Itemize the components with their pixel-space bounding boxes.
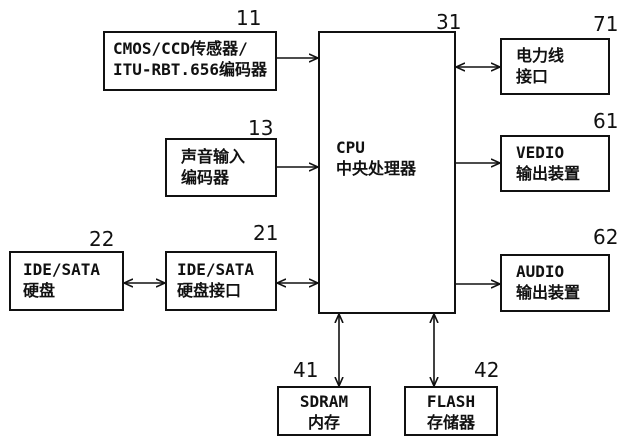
audio-input-encoder-line2: 编码器 [181, 168, 230, 187]
ide-sata-interface-block: IDE/SATA 硬盘接口 [165, 251, 277, 311]
audio-input-encoder-block: 声音输入 编码器 [165, 138, 277, 197]
sdram-line2: 内存 [307, 413, 340, 432]
ref-number-video-output: 61 [593, 109, 619, 133]
cpu-line1: CPU [336, 138, 365, 157]
ref-number-ide-disk: 22 [89, 227, 115, 251]
video-output-line2: 输出装置 [516, 164, 581, 183]
audio-output-block: AUDIO 输出装置 [500, 254, 610, 312]
ide-sata-disk-line2: 硬盘 [23, 281, 56, 300]
ide-sata-interface-line2: 硬盘接口 [177, 281, 242, 300]
ide-sata-interface-line1: IDE/SATA [177, 260, 255, 279]
ref-number-sdram: 41 [293, 358, 319, 382]
ref-number-audio-input: 13 [248, 116, 274, 140]
ref-number-ide-interface: 21 [253, 221, 279, 245]
audio-output-line1: AUDIO [516, 262, 565, 281]
sensor-encoder-line2: ITU-RBT.656编码器 [113, 60, 267, 79]
audio-output-line2: 输出装置 [516, 283, 581, 302]
powerline-interface-line1: 电力线 [516, 46, 565, 65]
cpu-block: CPU 中央处理器 [318, 31, 456, 314]
cpu-line2: 中央处理器 [336, 159, 417, 178]
video-output-block: VEDIO 输出装置 [500, 135, 610, 192]
flash-storage-line1: FLASH [426, 392, 476, 411]
ide-sata-disk-line1: IDE/SATA [23, 260, 101, 279]
ide-sata-disk-block: IDE/SATA 硬盘 [9, 251, 124, 311]
sensor-encoder-line1: CMOS/CCD传感器/ [113, 39, 248, 58]
powerline-interface-line2: 接口 [516, 67, 549, 86]
powerline-interface-block: 电力线 接口 [500, 38, 610, 95]
sensor-encoder-block: CMOS/CCD传感器/ ITU-RBT.656编码器 [103, 31, 277, 91]
sdram-line1: SDRAM [299, 392, 349, 411]
ref-number-sensor: 11 [236, 6, 262, 30]
ref-number-cpu: 31 [436, 10, 462, 34]
sdram-block: SDRAM 内存 [277, 386, 371, 436]
ref-number-powerline: 71 [593, 12, 619, 36]
audio-input-encoder-line1: 声音输入 [181, 147, 246, 166]
video-output-line1: VEDIO [516, 143, 565, 162]
ref-number-audio-output: 62 [593, 225, 619, 249]
ref-number-flash: 42 [474, 358, 500, 382]
flash-storage-line2: 存储器 [426, 413, 475, 432]
flash-storage-block: FLASH 存储器 [404, 386, 498, 436]
